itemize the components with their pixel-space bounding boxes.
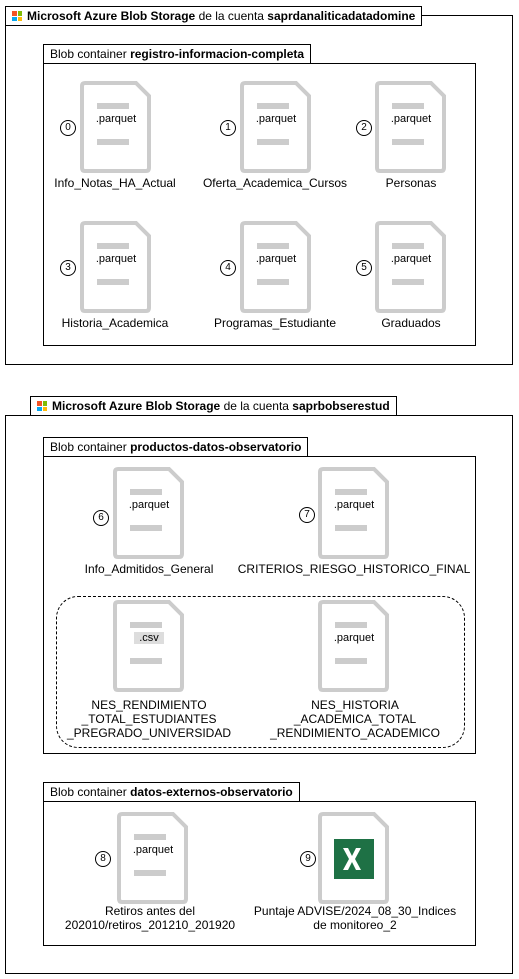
file-number-badge: 8 [95,851,111,867]
file-extension: .parquet [95,253,137,265]
file-number-badge: 5 [356,260,372,276]
file-extension: .parquet [95,113,137,125]
storage-account-title-1: Microsoft Azure Blob Storage de la cuent… [5,6,423,26]
parquet-file-icon: .parquet [375,81,447,173]
file-extension: .parquet [333,499,375,511]
parquet-file-icon: .parquet [240,81,312,173]
file-label: NES_RENDIMIENTO_TOTAL_ESTUDIANTES_PREGRA… [66,698,232,740]
file-extension: .parquet [255,113,297,125]
file-label: Info_Admitidos_General [84,562,214,576]
file-number-badge: 9 [300,851,316,867]
file-extension: .parquet [390,113,432,125]
file-extension: .parquet [255,253,297,265]
blob-container-title: Blob container registro-informacion-comp… [43,44,312,64]
parquet-file-icon: .parquet [375,221,447,313]
parquet-file-icon: .parquet [318,467,390,559]
file-number-badge: 3 [60,260,76,276]
file-extension: .parquet [132,844,174,856]
file-number-badge: 4 [220,260,236,276]
file-label: Programas_Estudiante [213,316,337,330]
file-extension: .parquet [390,253,432,265]
file-number-badge: 0 [60,120,76,136]
dashed-group [56,596,465,748]
blob-container-title: Blob container datos-externos-observator… [43,782,300,802]
file-label: Personas [385,176,437,190]
excel-file-icon [318,812,390,904]
file-label: CRITERIOS_RIESGO_HISTORICO_FINAL [237,562,471,576]
file-label: Info_Notas_HA_Actual [54,176,176,190]
file-number-badge: 6 [93,510,109,526]
file-label: Graduados [381,316,441,330]
parquet-file-icon: .parquet [80,81,152,173]
file-number-badge: 1 [220,120,236,136]
parquet-file-icon: .parquet [117,812,189,904]
file-extension: .parquet [128,499,170,511]
parquet-file-icon: .parquet [240,221,312,313]
file-label: Oferta_Academica_Cursos [202,176,348,190]
file-label: Historia_Academica [61,316,169,330]
parquet-file-icon: .parquet [80,221,152,313]
file-number-badge: 7 [299,507,315,523]
blob-container-title: Blob container productos-datos-observato… [43,437,309,457]
microsoft-logo-icon [37,401,47,411]
csv-file-icon: .csv [113,600,185,692]
file-label: NES_HISTORIA_ACADEMICA_TOTAL_RENDIMIENTO… [270,698,440,740]
file-number-badge: 2 [356,120,372,136]
microsoft-logo-icon [12,11,22,21]
file-extension: .parquet [333,632,375,644]
file-extension: .csv [134,632,164,644]
storage-account-title-2: Microsoft Azure Blob Storage de la cuent… [30,396,397,416]
parquet-file-icon: .parquet [113,467,185,559]
parquet-file-icon: .parquet [318,600,390,692]
